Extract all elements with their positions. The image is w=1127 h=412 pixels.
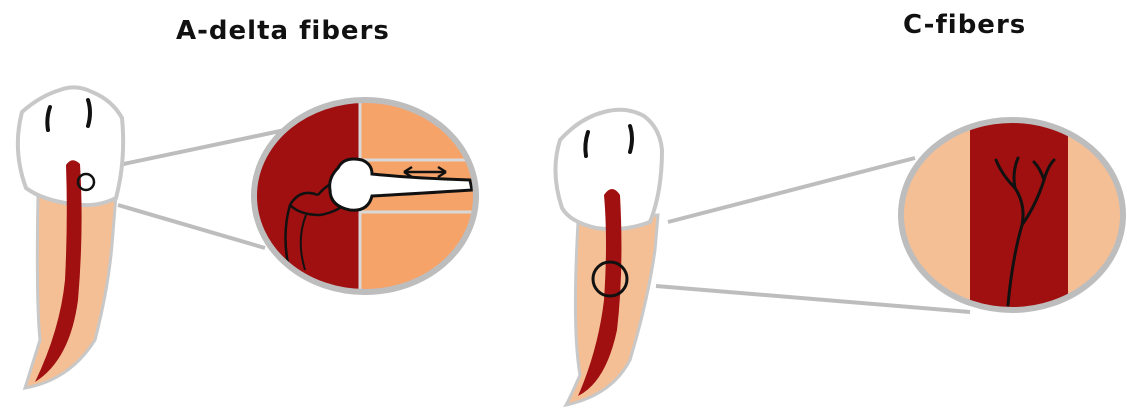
a-delta-panel — [18, 87, 480, 388]
crown-groove-right — [630, 126, 632, 152]
tooth-a-delta — [18, 87, 123, 388]
a-delta-magnified-view — [250, 95, 480, 295]
c-fibers-connector-bottom — [656, 286, 970, 312]
c-fibers-connector-top — [668, 158, 915, 222]
a-delta-connector-bottom — [118, 205, 265, 248]
c-fibers-magnified-view — [900, 118, 1125, 318]
c-fibers-panel — [555, 110, 1125, 405]
crown-groove-right — [88, 100, 90, 126]
pulp-region — [970, 118, 1068, 318]
tooth-c-fibers — [555, 110, 662, 405]
